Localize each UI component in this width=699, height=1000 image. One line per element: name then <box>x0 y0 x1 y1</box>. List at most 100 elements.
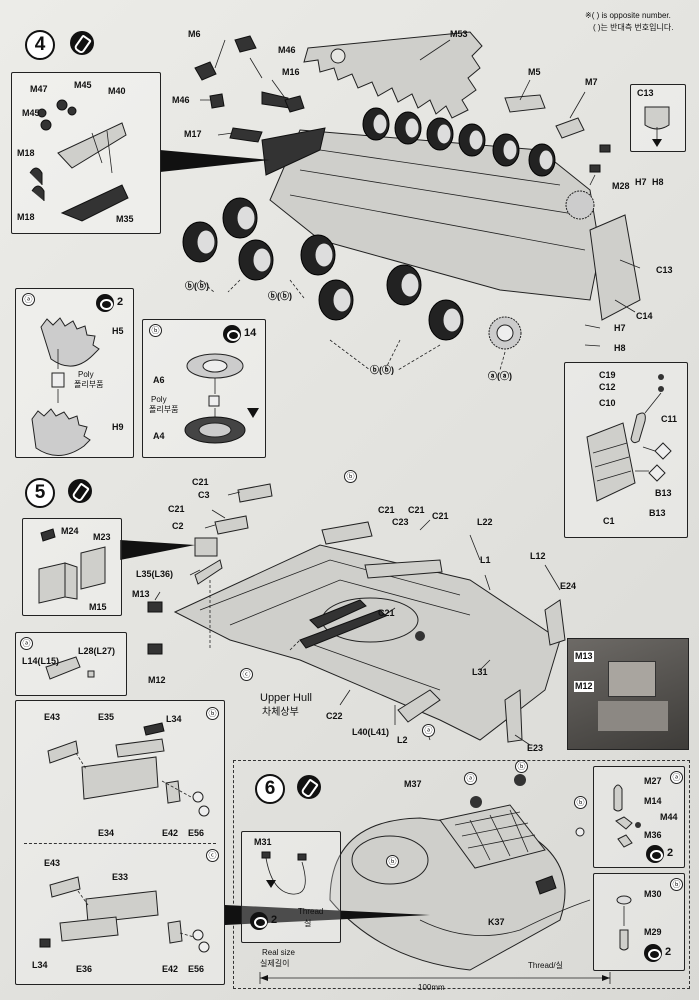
upper-road-wheels <box>362 107 556 177</box>
step-5-number: 5 <box>25 478 55 508</box>
reference-photo: M13 M12 <box>567 638 689 750</box>
sub-assembly-a-sprocket: ⓐ 2 H5 Poly 폴리부품 H9 <box>15 288 134 458</box>
poly-label-ko: 폴리부품 <box>149 405 179 414</box>
sub-a-tag: ⓐ <box>670 771 683 784</box>
upper-hull-label: Upper Hull <box>260 692 312 704</box>
marker-a-1: ⓐ <box>464 772 477 785</box>
sub-b-tag: ⓑ <box>670 878 683 891</box>
inset-thread-m31: M31 2 Thread 실 <box>241 831 341 943</box>
part-h7-b: H7 <box>614 323 626 333</box>
part-l12: L12 <box>530 551 546 561</box>
part-h5: H5 <box>112 326 124 336</box>
part-k37: K37 <box>488 917 505 927</box>
part-l35-l36: L35(L36) <box>136 569 174 579</box>
part-e24: E24 <box>560 581 577 591</box>
part-l40-l41: L40(L41) <box>352 727 390 737</box>
part-l34: L34 <box>166 714 182 724</box>
inset-m40-assembly: M47 M45 M45 M40 M18 M18 M35 <box>11 72 161 234</box>
part-h8-b: H8 <box>614 343 626 353</box>
part-c1: C1 <box>603 516 615 526</box>
marker-b-b-2: ⓑ(ⓑ) <box>268 291 292 301</box>
part-m30: M30 <box>644 889 662 899</box>
sub-a-quantity: 2 <box>117 296 124 308</box>
part-l1: L1 <box>480 555 491 565</box>
part-c21-e: C21 <box>432 511 449 521</box>
lower-road-wheels <box>182 197 464 341</box>
thread-label: Thread/실 <box>528 961 563 970</box>
marker-b-1: ⓑ <box>574 796 587 809</box>
marker-b-top: ⓑ <box>344 470 357 483</box>
track-m53 <box>303 31 483 119</box>
part-e36: E36 <box>76 964 93 974</box>
sub-b-tag: ⓑ <box>206 707 219 720</box>
part-c21-d: C21 <box>408 505 425 515</box>
part-e35: E35 <box>98 712 115 722</box>
sub-b-tag: ⓑ <box>149 324 162 337</box>
part-m37: M37 <box>404 779 422 789</box>
part-m18-a: M18 <box>17 148 35 158</box>
part-h8-a: H8 <box>652 177 664 187</box>
part-m17: M17 <box>184 129 202 139</box>
poly-label-ko: 폴리부품 <box>74 380 104 389</box>
sub-a-tag: ⓐ <box>22 293 35 306</box>
part-l22: L22 <box>477 517 493 527</box>
part-h7-a: H7 <box>635 177 647 187</box>
part-h9: H9 <box>112 422 124 432</box>
part-m12: M12 <box>148 675 166 685</box>
marker-b-2: ⓑ <box>515 760 528 773</box>
part-c23: C23 <box>392 517 409 527</box>
part-e43: E43 <box>44 712 61 722</box>
part-c2: C2 <box>172 521 184 531</box>
part-l2: L2 <box>397 735 408 745</box>
marker-b-b-1: ⓑ(ⓑ) <box>185 281 209 291</box>
part-m45-a: M45 <box>74 80 92 90</box>
step-6-number: 6 <box>255 774 285 804</box>
part-c13-b: C13 <box>656 265 673 275</box>
sub-a-tag: ⓐ <box>20 637 33 650</box>
opposite-number-note-ko: ( )는 반대측 번호입니다. <box>593 23 674 32</box>
quantity-icon <box>646 845 664 863</box>
sub-assembly-c-rear-plate: C19 C12 C10 C11 B13 B13 C1 <box>564 362 688 538</box>
part-l34-c: L34 <box>32 960 48 970</box>
part-c11: C11 <box>661 414 678 424</box>
part-m23: M23 <box>93 532 111 542</box>
part-m24: M24 <box>61 526 79 536</box>
poly-label: Poly <box>151 395 167 404</box>
part-c21-c: C21 <box>378 505 395 515</box>
sub-assembly-bc-container: ⓑ E43 E35 L34 E34 E42 E56 ⓒ E43 E33 L34 … <box>15 700 225 985</box>
step-4-number: 4 <box>25 30 55 60</box>
part-c12: C12 <box>599 382 616 392</box>
step-6-area <box>233 760 690 989</box>
sub-assembly-a-l14: ⓐ L14(L15) L28(L27) <box>15 632 127 696</box>
part-m47: M47 <box>30 84 48 94</box>
part-m46-b: M46 <box>172 95 190 105</box>
marker-c-mid: ⓒ <box>240 668 253 681</box>
part-m5: M5 <box>528 67 541 77</box>
part-m28: M28 <box>612 181 630 191</box>
photo-m13: M13 <box>574 651 594 662</box>
part-m29: M29 <box>644 927 662 937</box>
sub-b-quantity: 14 <box>244 327 257 339</box>
marker-a-a: ⓐ(ⓐ) <box>488 371 512 381</box>
sub-a-quantity: 2 <box>667 847 674 859</box>
sub-assembly-b-wheel: ⓑ 14 A6 Poly 폴리부품 A4 <box>142 319 266 458</box>
wire-quantity: 2 <box>271 914 278 926</box>
part-c10: C10 <box>599 398 616 408</box>
quantity-icon <box>250 912 268 930</box>
sub-assembly-a-m27: ⓐ M27 M14 M44 M36 2 <box>593 766 685 868</box>
part-m18-b: M18 <box>17 212 35 222</box>
marker-b-3: ⓑ <box>386 855 399 868</box>
part-m15: M15 <box>89 602 107 612</box>
part-c14: C14 <box>636 311 653 321</box>
marker-a-mid: ⓐ <box>422 724 435 737</box>
part-e56-c: E56 <box>188 964 205 974</box>
photo-m12: M12 <box>574 681 594 692</box>
part-m45-b: M45 <box>22 108 40 118</box>
part-m46-a: M46 <box>278 45 296 55</box>
real-size-label-ko: 실제길이 <box>260 959 290 968</box>
marker-b-b-3: ⓑ(ⓑ) <box>370 365 394 375</box>
part-m14: M14 <box>644 796 662 806</box>
part-e42: E42 <box>162 828 179 838</box>
